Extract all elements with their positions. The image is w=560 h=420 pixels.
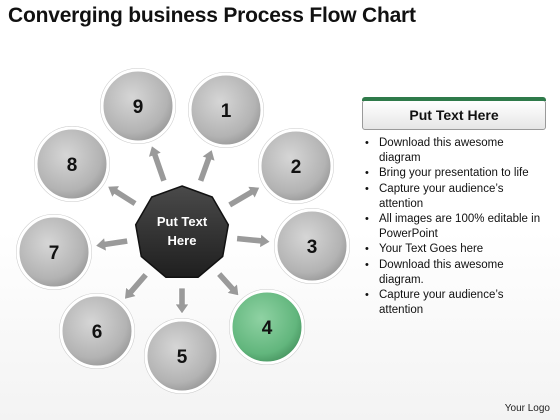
step-circle-4: 4 xyxy=(229,289,305,365)
arrow-to-step-4 xyxy=(215,271,240,297)
arrow-to-step-1 xyxy=(196,148,216,183)
step-circle-6: 6 xyxy=(59,293,135,369)
arrow-to-step-8 xyxy=(107,185,138,208)
arrow-to-step-5 xyxy=(174,287,190,315)
step-circle-3: 3 xyxy=(274,208,350,284)
center-octagon xyxy=(134,185,230,278)
arrow-to-step-2 xyxy=(227,185,261,209)
arrow-to-step-6 xyxy=(124,271,149,300)
bullet-list: Download this awesome diagram Bring your… xyxy=(362,136,546,318)
step-number: 4 xyxy=(262,318,273,339)
step-number: 7 xyxy=(49,243,60,264)
center-label-line2: Here xyxy=(168,233,197,248)
step-number: 5 xyxy=(177,347,188,368)
step-circle-8: 8 xyxy=(34,126,110,202)
bullet-item: Capture your audience’s attention xyxy=(362,288,546,318)
panel-header: Put Text Here xyxy=(362,97,546,130)
step-circle-5: 5 xyxy=(144,318,220,394)
bullet-item: Capture your audience’s attention xyxy=(362,182,546,212)
step-number: 3 xyxy=(307,237,318,258)
step-circle-9: 9 xyxy=(100,68,176,144)
bullet-item: Your Text Goes here xyxy=(362,242,546,257)
step-circle-2: 2 xyxy=(258,128,334,204)
footer-logo-text: Your Logo xyxy=(504,403,550,414)
center-label-line1: Put Text xyxy=(157,214,208,229)
step-circle-7: 7 xyxy=(16,214,92,290)
arrow-to-step-3 xyxy=(235,233,271,249)
bullet-item: All images are 100% editable in PowerPoi… xyxy=(362,212,546,242)
bullet-item: Download this awesome diagram xyxy=(362,136,546,166)
text-panel: Put Text Here Download this awesome diag… xyxy=(362,97,546,318)
step-number: 1 xyxy=(221,101,232,122)
page-title: Converging business Process Flow Chart xyxy=(8,4,416,27)
arrow-to-step-9 xyxy=(147,145,168,183)
bullet-item: Download this awesome diagram. xyxy=(362,258,546,288)
step-number: 2 xyxy=(291,157,302,178)
step-number: 9 xyxy=(133,97,144,118)
step-number: 8 xyxy=(67,155,78,176)
step-number: 6 xyxy=(92,322,103,343)
arrow-to-step-7 xyxy=(94,236,129,253)
step-circle-1: 1 xyxy=(188,72,264,148)
bullet-item: Bring your presentation to life xyxy=(362,166,546,181)
